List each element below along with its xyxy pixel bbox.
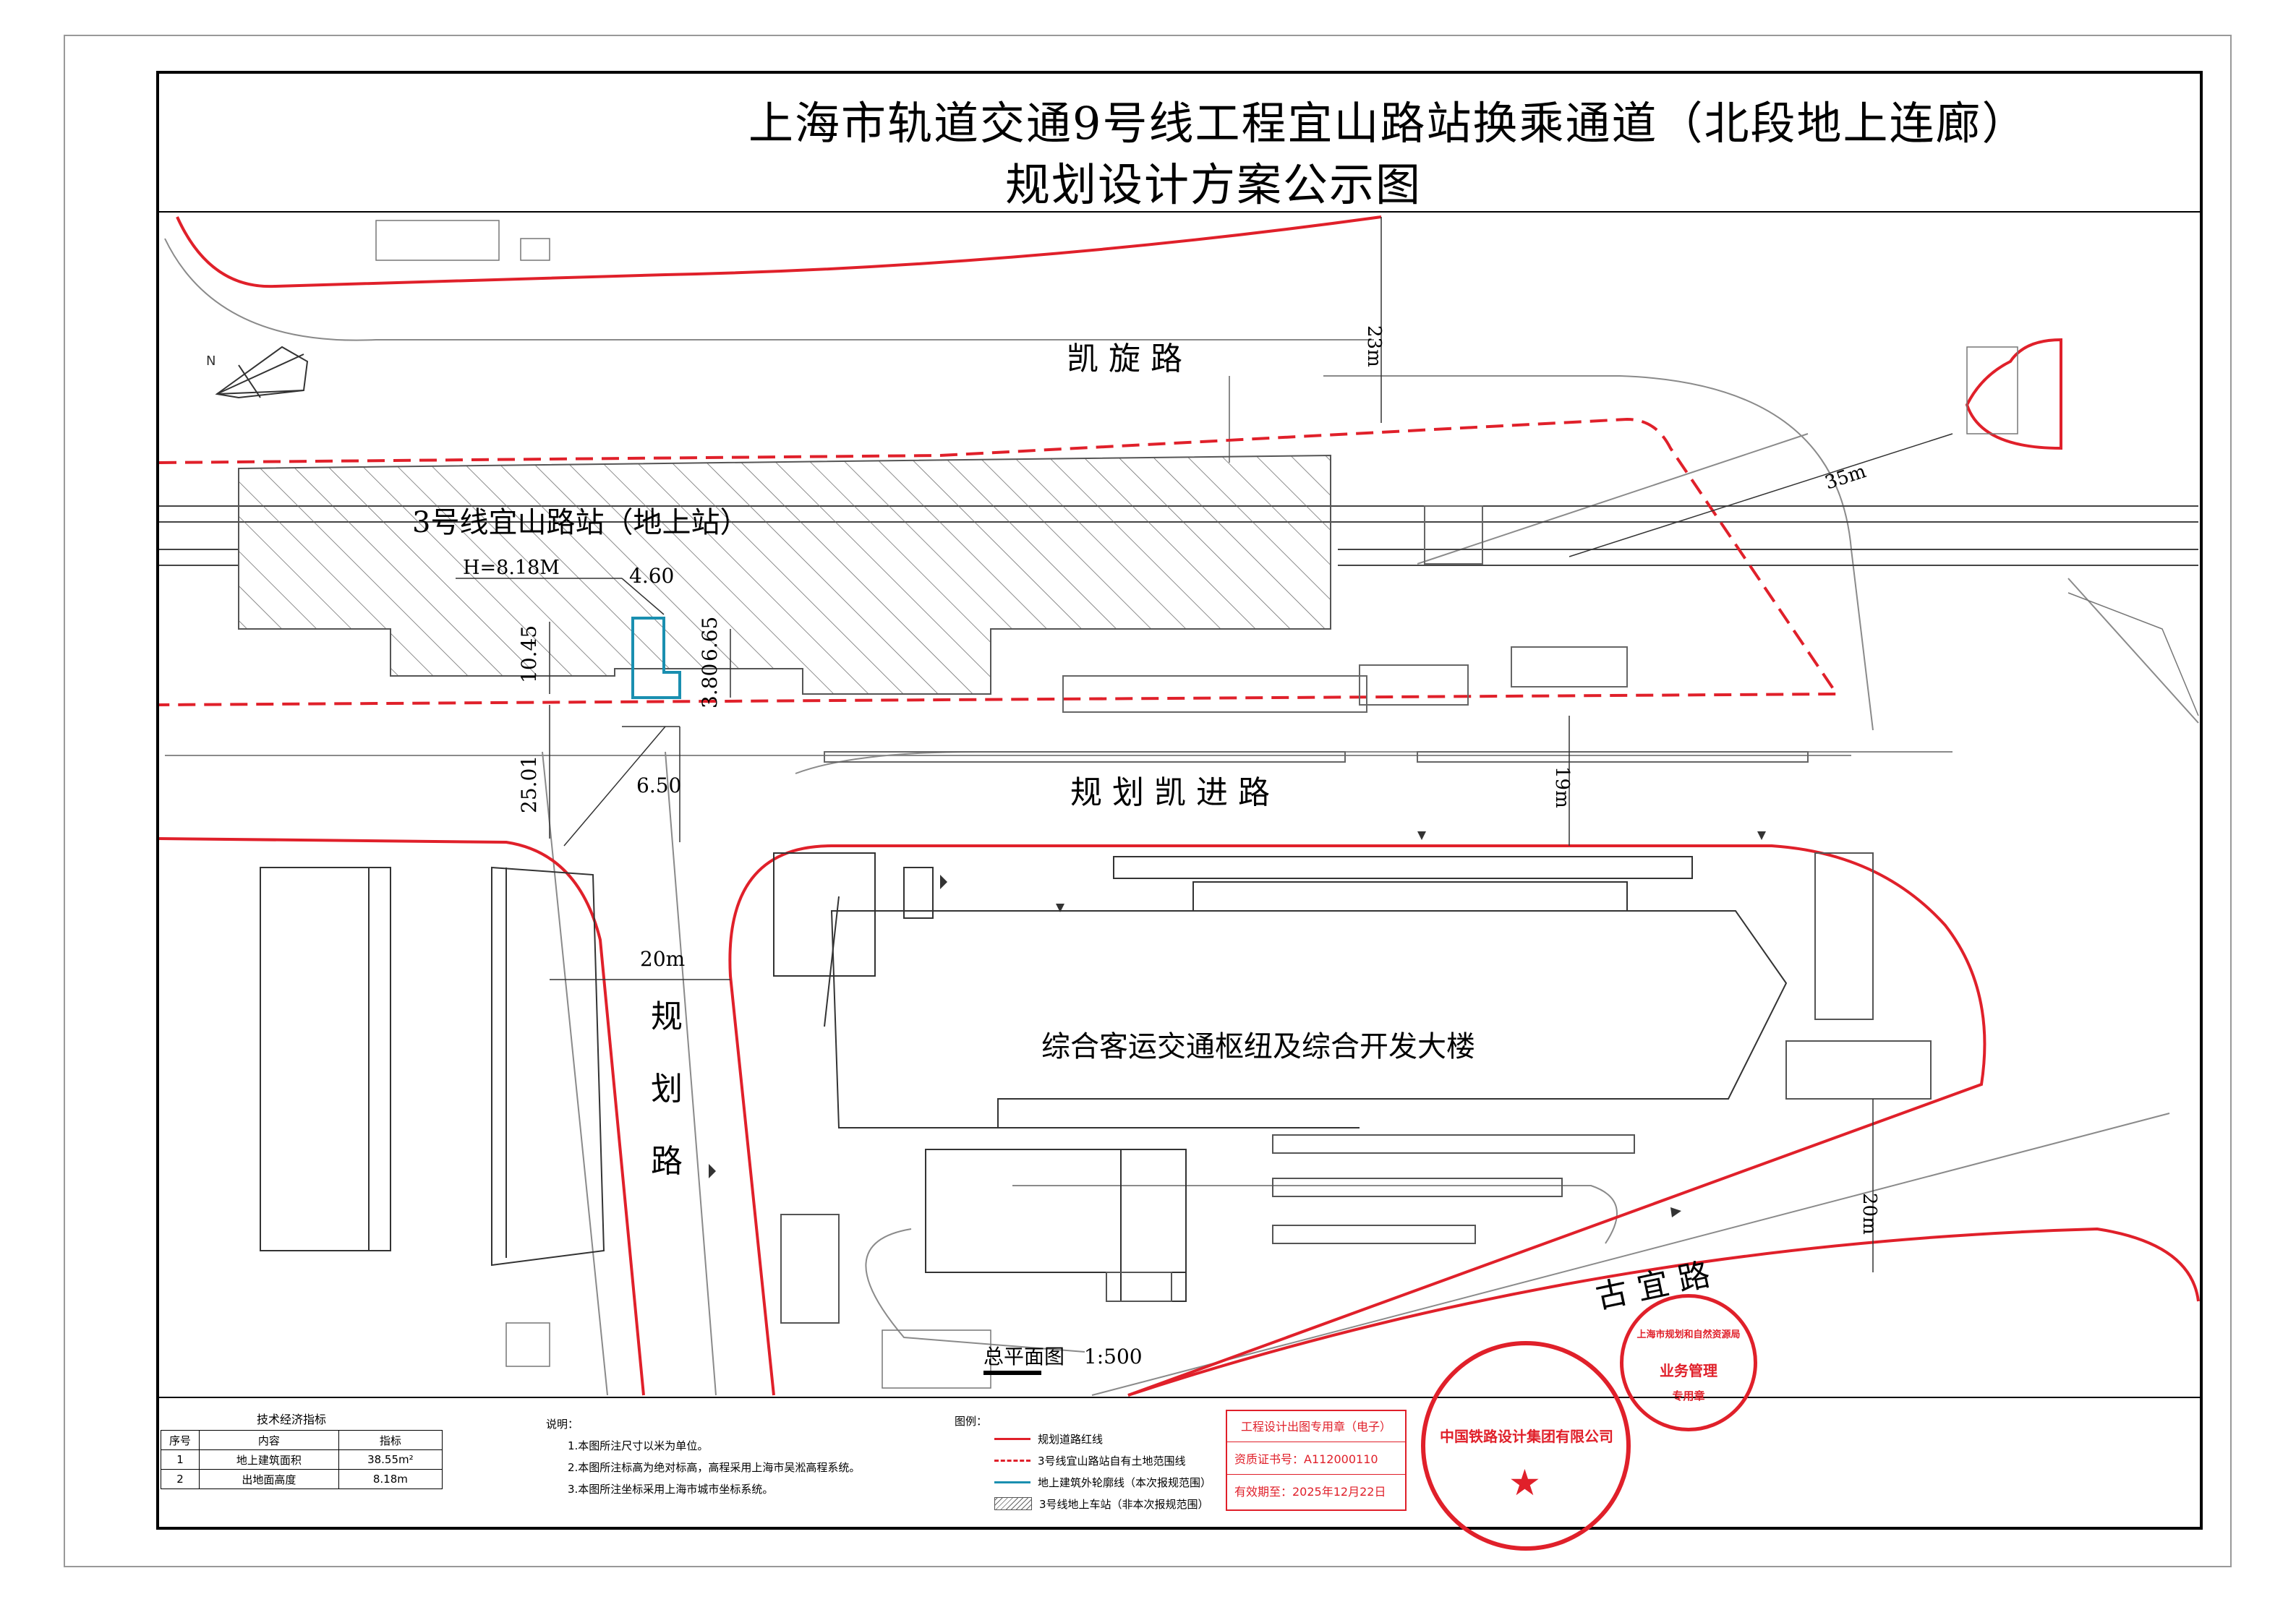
complex-building: [773, 852, 1788, 1302]
parking-stalls: [780, 852, 1932, 1324]
road-label-plan-1: 规: [651, 998, 683, 1035]
site-plan-map: N: [159, 215, 2200, 1397]
planning-bureau-seal: 上海市规划和自然资源局 业务管理 专用章: [1620, 1294, 1757, 1431]
road-label-kaixuan: 凯 旋 路: [1067, 340, 1182, 377]
dim-25-01: 25.01: [517, 755, 541, 813]
cert-line-1: 工程设计出图专用章（电子）: [1240, 1420, 1391, 1434]
legend-item: 地上建筑外轮廓线（本次报规范围）: [994, 1471, 1211, 1493]
table-row: 1 地上建筑面积 38.55m²: [161, 1449, 443, 1470]
legend-label: 3号线地上车站（非本次报规范围）: [1039, 1497, 1209, 1511]
title-line-2: 规划设计方案公示图: [1005, 158, 1422, 211]
planning-seal-top: 上海市规划和自然资源局: [1636, 1329, 1741, 1340]
scale-title: 总平面图: [983, 1345, 1065, 1368]
legend-label: 规划道路红线: [1038, 1432, 1104, 1446]
legend-block: 规划道路红线 3号线宜山路站自有土地范围线 地上建筑外轮廓线（本次报规范围） 3…: [994, 1428, 1211, 1515]
note-item: 3.本图所注坐标采用上海市城市坐标系统。: [568, 1483, 774, 1496]
railway-design-seal: 中国铁路设计集团有限公司 ★: [1421, 1341, 1631, 1551]
station-building-hatched: [238, 454, 1331, 695]
table-header-row: 序号 内容 指标: [161, 1430, 443, 1450]
legend-swatch-hatch: [994, 1497, 1032, 1510]
road-label-kaijin: 规 划 凯 进 路: [1070, 774, 1270, 811]
dimension-lines: [456, 217, 1953, 1272]
corridor-outline: [631, 617, 681, 699]
table-cell: 出地面高度: [199, 1469, 339, 1489]
residential-buildings: [260, 866, 605, 1267]
cert-box: 工程设计出图专用章（电子） 资质证书号：A112000110 有效期至：2025…: [1226, 1410, 1407, 1511]
dim-6-50: 6.50: [636, 774, 682, 797]
tech-table: 序号 内容 指标 1 地上建筑面积 38.55m² 2 出地面高度 8.18m: [161, 1430, 443, 1489]
railway-seal-text: 中国铁路设计集团有限公司: [1440, 1428, 1613, 1445]
dim-20m-right: 20m: [1858, 1193, 1880, 1235]
legend-swatch-blue-line: [994, 1481, 1030, 1483]
title-line-1: 上海市轨道交通9号线工程宜山路站换乘通道（北段地上连廊）: [748, 97, 2028, 150]
complex-building-label: 综合客运交通枢纽及综合开发大楼: [1041, 1030, 1475, 1063]
dim-23m: 23m: [1363, 325, 1385, 367]
cert-line-3: 有效期至：2025年12月22日: [1234, 1485, 1386, 1499]
legend-label: 地上建筑外轮廓线（本次报规范围）: [1038, 1475, 1212, 1489]
table-header-cell: 内容: [199, 1430, 339, 1450]
table-cell: 地上建筑面积: [199, 1449, 339, 1470]
dim-20m-left: 20m: [640, 947, 686, 971]
table-row: 2 出地面高度 8.18m: [161, 1469, 443, 1489]
station-label: 3号线宜山路站（地上站）: [412, 506, 749, 539]
table-cell: 38.55m²: [338, 1449, 443, 1470]
dim-3-80: 3.80: [698, 663, 722, 708]
note-item: 2.本图所注标高为绝对标高，高程采用上海市吴淞高程系统。: [568, 1461, 861, 1474]
table-cell: 8.18m: [338, 1469, 443, 1489]
station-detail-lines: [824, 505, 1809, 763]
legend-item: 规划道路红线: [994, 1428, 1211, 1449]
road-label-plan-2: 划: [651, 1071, 683, 1108]
planning-seal-mid: 业务管理: [1660, 1362, 1717, 1379]
dim-4-60: 4.60: [629, 564, 675, 588]
tech-table-title: 技术经济指标: [257, 1413, 327, 1426]
north-arrow-icon: N: [206, 346, 309, 399]
base-road-lines: [164, 238, 2199, 1396]
dim-19m: 19m: [1551, 766, 1573, 808]
legend-title: 图例：: [955, 1415, 988, 1428]
note-item: 1.本图所注尺寸以米为单位。: [568, 1439, 709, 1452]
scale-ratio: 1:500: [1083, 1345, 1143, 1368]
cert-line-2: 资质证书号：A112000110: [1234, 1452, 1378, 1466]
cert-divider: [1227, 1474, 1405, 1475]
misc-features: [375, 220, 2199, 1389]
drawing-frame: [156, 71, 2203, 1530]
station-land-boundary: [159, 417, 1840, 706]
table-cell: 1: [161, 1449, 200, 1470]
outer-border: [64, 35, 2232, 1567]
legend-item: 3号线地上车站（非本次报规范围）: [994, 1493, 1211, 1515]
table-cell: 2: [161, 1469, 200, 1489]
road-label-plan-3: 路: [651, 1143, 683, 1180]
height-label: H=8.18M: [463, 557, 560, 579]
info-strip-top-border: [159, 1397, 2200, 1398]
dim-6-65: 6.65: [698, 616, 722, 661]
title-separator: [159, 211, 2200, 213]
star-icon: ★: [1508, 1462, 1541, 1504]
scale-label: 总平面图 1:500: [983, 1341, 1143, 1370]
table-header-cell: 序号: [161, 1430, 200, 1450]
legend-item: 3号线宜山路站自有土地范围线: [994, 1449, 1211, 1471]
legend-swatch-red-dashed: [994, 1459, 1030, 1462]
legend-label: 3号线宜山路站自有土地范围线: [1038, 1454, 1186, 1468]
scale-bar: [983, 1371, 1041, 1375]
dim-10-45: 10.45: [517, 625, 541, 683]
traffic-arrows: [709, 831, 1766, 1217]
notes-title: 说明：: [546, 1418, 579, 1431]
svg-text:N: N: [206, 354, 215, 369]
notes-block: 说明： 1.本图所注尺寸以米为单位。 2.本图所注标高为绝对标高，高程采用上海市…: [546, 1413, 860, 1500]
planned-road-red-lines: [159, 215, 2200, 1397]
legend-swatch-red-line: [994, 1437, 1030, 1440]
planning-seal-bottom: 专用章: [1672, 1389, 1705, 1402]
table-header-cell: 指标: [338, 1430, 443, 1450]
